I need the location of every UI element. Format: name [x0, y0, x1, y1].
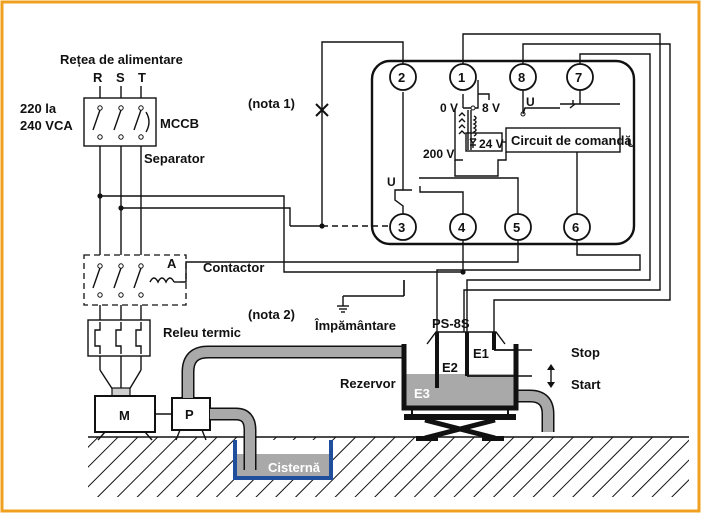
ground-label: Împământare [314, 318, 396, 333]
start-label: Start [571, 377, 601, 392]
pump-label: P [185, 407, 194, 422]
terminal-4-label: 4 [458, 220, 466, 235]
ground-hatch [88, 436, 689, 497]
terminal-3-label: 3 [398, 220, 405, 235]
cistern-label: Cisternă [268, 460, 321, 475]
terminal-6: 6 [563, 213, 591, 241]
note1-label: (nota 1) [248, 96, 295, 111]
electrode-e2-label: E2 [442, 360, 458, 375]
v8-label: 8 V [482, 101, 500, 115]
terminal-5-label: 5 [513, 220, 520, 235]
terminal-2-label: 2 [398, 70, 405, 85]
mccb-label: MCCB [160, 116, 199, 131]
contactor-coil-label: A [167, 256, 177, 271]
external-wiring [97, 33, 671, 332]
electrode-holder [426, 331, 532, 388]
thermal-relay-label: Releu termic [163, 325, 241, 340]
electrode-e3-label: E3 [414, 386, 430, 401]
supply-network-label: Rețea de alimentare [60, 52, 183, 67]
terminal-5: 5 [504, 213, 532, 241]
terminal-7: 7 [566, 63, 594, 91]
contactor-label: Contactor [203, 260, 264, 275]
voltage-label-2: 240 VCA [20, 118, 73, 133]
terminal-3: 3 [389, 213, 417, 241]
pipes [181, 345, 555, 470]
ps8s-label: PS-8S [432, 316, 470, 331]
stop-label: Stop [571, 345, 600, 360]
terminal-6-label: 6 [572, 220, 579, 235]
terminal-4: 4 [449, 213, 477, 241]
v24-label: 24 V [479, 137, 504, 151]
v200-label: 200 V [423, 147, 454, 161]
separator-label: Separator [144, 151, 205, 166]
voltage-label-1: 220 la [20, 101, 57, 116]
terminal-1: 1 [449, 63, 477, 91]
motor-label: M [119, 408, 130, 423]
terminal-2: 2 [389, 63, 417, 91]
tank: E3 [401, 344, 519, 441]
level-range-arrow [547, 364, 555, 388]
electrode-e1-label: E1 [473, 346, 489, 361]
phase-t-label: T [138, 70, 146, 85]
relay-u-left: U [387, 175, 396, 189]
terminal-8: 8 [509, 63, 537, 91]
mccb-breaker [83, 97, 157, 147]
tank-label: Rezervor [340, 376, 396, 391]
thermal-relay [87, 319, 151, 357]
terminal-1-label: 1 [458, 70, 465, 85]
control-circuit-label: Circuit de comandă [511, 133, 632, 148]
ground-icon [337, 280, 405, 313]
terminal-8-label: 8 [518, 70, 525, 85]
pump: P [171, 397, 211, 441]
level-relay-box [370, 59, 636, 246]
phase-r-label: R [93, 70, 103, 85]
contactor-block [83, 254, 187, 306]
motor: M [94, 395, 172, 441]
relay-u-right: U [627, 136, 636, 150]
phase-s-label: S [116, 70, 125, 85]
relay-u-top: U [526, 95, 535, 109]
note2-label: (nota 2) [248, 307, 295, 322]
v0-label: 0 V [440, 101, 458, 115]
terminal-7-label: 7 [575, 70, 582, 85]
